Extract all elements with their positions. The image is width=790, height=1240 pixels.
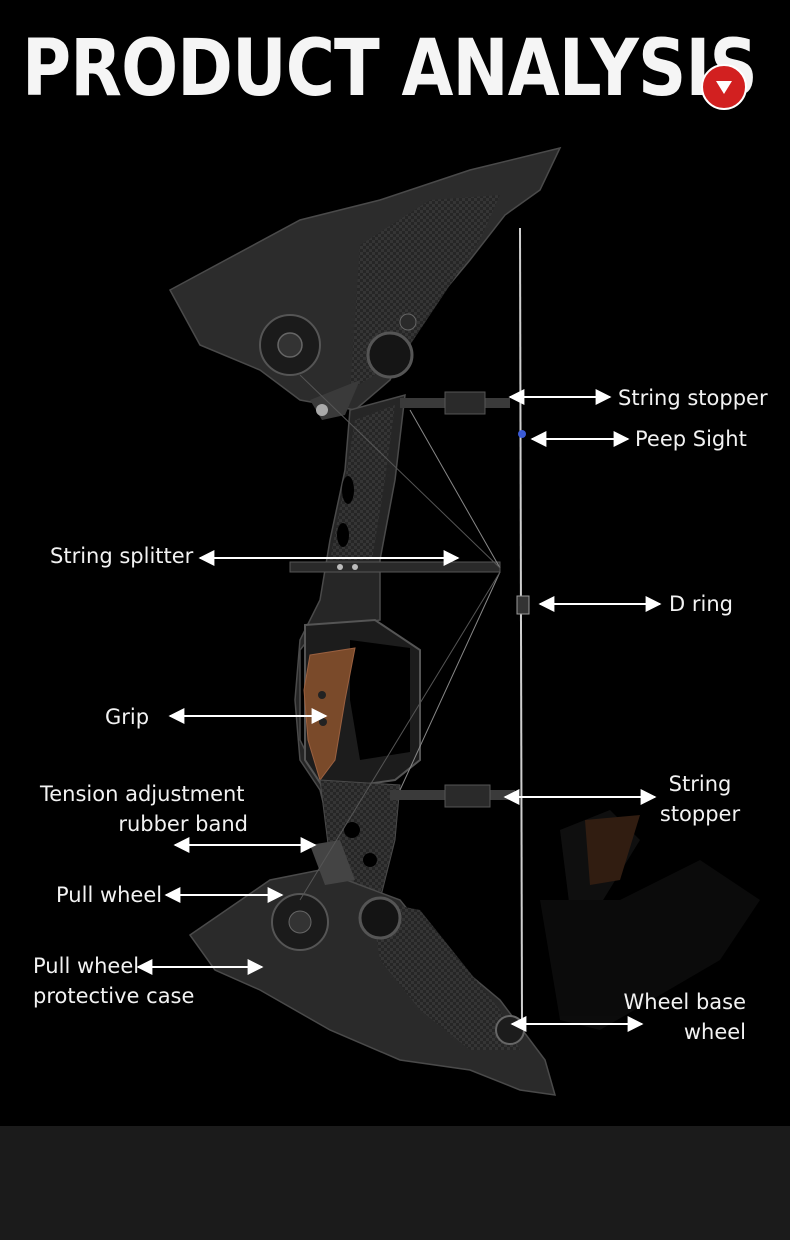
lower-limb [188,840,557,1096]
bow-string [519,227,523,1026]
label-string-splitter: String splitter [50,544,194,568]
label-tension-adjustment: Tension adjustment rubber band [40,779,248,839]
grip-wood [303,647,356,782]
compound-bow-illustration [136,146,760,1096]
label-wheel-base-line2: wheel [683,1020,746,1044]
chevron-down-icon [701,64,747,110]
string-splitter-bar [289,561,501,573]
page-title: PRODUCT ANALYSIS [22,24,758,114]
label-tension-line1: Tension adjustment [40,782,245,806]
label-grip: Grip [105,705,150,729]
label-wheel-base: Wheel base wheel [620,987,746,1047]
label-peep-sight: Peep Sight [635,427,747,451]
label-d-ring: D ring [669,592,733,616]
label-tension-line2: rubber band [118,812,248,836]
label-pull-wheel-case-line2: protective case [33,984,195,1008]
label-wheel-base-line1: Wheel base [623,990,746,1014]
pointer-arrows [136,389,662,1032]
bottom-band [0,1126,790,1240]
label-string-stopper-bottom-line1: String [668,772,732,796]
label-pull-wheel-case-line1: Pull wheel [33,954,140,978]
d-ring [516,595,530,615]
label-string-stopper-top: String stopper [618,386,768,410]
bow-reflection [540,810,760,1030]
label-string-stopper-bottom-line2: stopper [659,802,741,826]
upper-limb [168,146,562,420]
label-pull-wheel: Pull wheel [56,883,163,907]
label-pull-wheel-case: Pull wheel protective case [33,951,194,1011]
riser [294,393,421,901]
peep-sight [518,430,526,438]
label-string-stopper-bottom: String stopper [640,769,760,829]
